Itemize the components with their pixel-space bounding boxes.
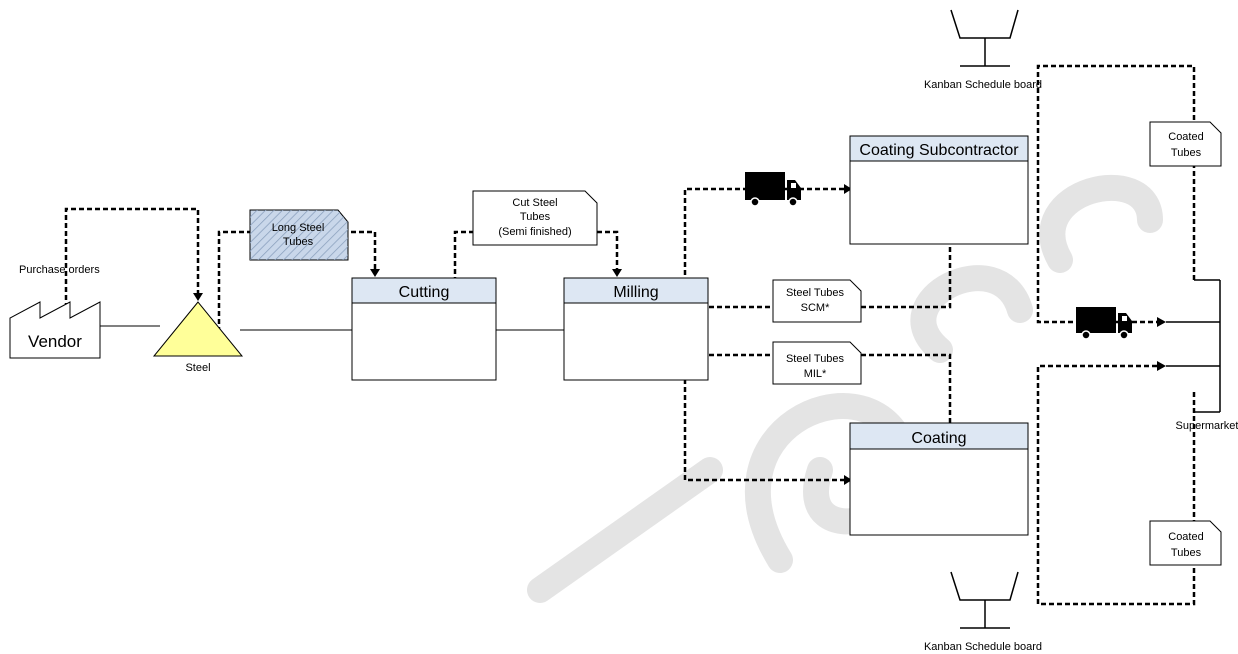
steel-label: Steel	[185, 362, 210, 374]
note-line: Coated	[1168, 531, 1203, 543]
purchase-order-line	[64, 207, 200, 324]
arrowhead	[1157, 317, 1166, 327]
note-coated-tubes-bottom: Coated Tubes	[1149, 520, 1222, 566]
material-flow-lines	[100, 325, 564, 331]
note-line: Steel Tubes	[786, 353, 845, 365]
kanban-loop-bottom	[1036, 364, 1196, 606]
factory-icon	[9, 301, 101, 359]
note-cut-steel-tubes: Cut Steel Tubes (Semi finished)	[472, 190, 598, 246]
note-line: Steel Tubes	[786, 287, 845, 299]
process-title: Milling	[613, 284, 658, 301]
kanban-board-label-top: Kanban Schedule board	[924, 79, 1042, 91]
supermarket-icon	[1166, 279, 1221, 413]
vendor-factory: Vendor	[9, 301, 101, 359]
note-line: Tubes	[520, 211, 551, 223]
arrowhead	[193, 293, 203, 301]
push-line-to-coating	[683, 355, 845, 482]
note-line: (Semi finished)	[498, 226, 571, 238]
note-line: Tubes	[283, 236, 314, 248]
note-line: Cut Steel	[512, 197, 557, 209]
kanban-board-icon	[950, 9, 1019, 67]
note-steel-tubes-mil: Steel Tubes MIL*	[772, 341, 862, 385]
watermark	[527, 174, 1163, 603]
arrowhead	[612, 269, 622, 277]
process-cutting: Cutting	[351, 277, 497, 381]
process-coating-subcontractor: Coating Subcontractor	[849, 135, 1029, 245]
steel-inventory: Steel	[152, 301, 244, 374]
note-line: SCM*	[801, 302, 830, 314]
note-line: MIL*	[804, 368, 827, 380]
truck-icon	[1076, 307, 1132, 340]
truck-icon	[745, 172, 801, 207]
note-line: Coated	[1168, 131, 1203, 143]
note-line: Long Steel	[272, 222, 325, 234]
process-milling: Milling	[563, 277, 709, 381]
kanban-board-label-bottom: Kanban Schedule board	[924, 641, 1042, 653]
supermarket-label: Supermarket	[1176, 420, 1238, 432]
purchase-orders-label: Purchase orders	[19, 264, 100, 276]
inventory-triangle-icon	[152, 301, 244, 357]
note-line: Tubes	[1171, 147, 1202, 159]
arrowhead	[1157, 361, 1166, 371]
note-long-steel-tubes: Long Steel Tubes	[249, 209, 349, 261]
note-line: Tubes	[1171, 547, 1202, 559]
arrowhead	[844, 184, 852, 194]
note-steel-tubes-scm: Steel Tubes SCM*	[772, 279, 862, 323]
arrowhead	[844, 475, 852, 485]
process-coating: Coating	[849, 422, 1029, 536]
note-coated-tubes-top: Coated Tubes	[1149, 121, 1222, 167]
process-title: Coating Subcontractor	[859, 142, 1019, 159]
kanban-board-icon	[950, 571, 1019, 629]
process-title: Cutting	[399, 284, 450, 301]
process-title: Coating	[911, 430, 966, 447]
arrowhead	[370, 269, 380, 277]
vendor-label: Vendor	[28, 332, 82, 351]
